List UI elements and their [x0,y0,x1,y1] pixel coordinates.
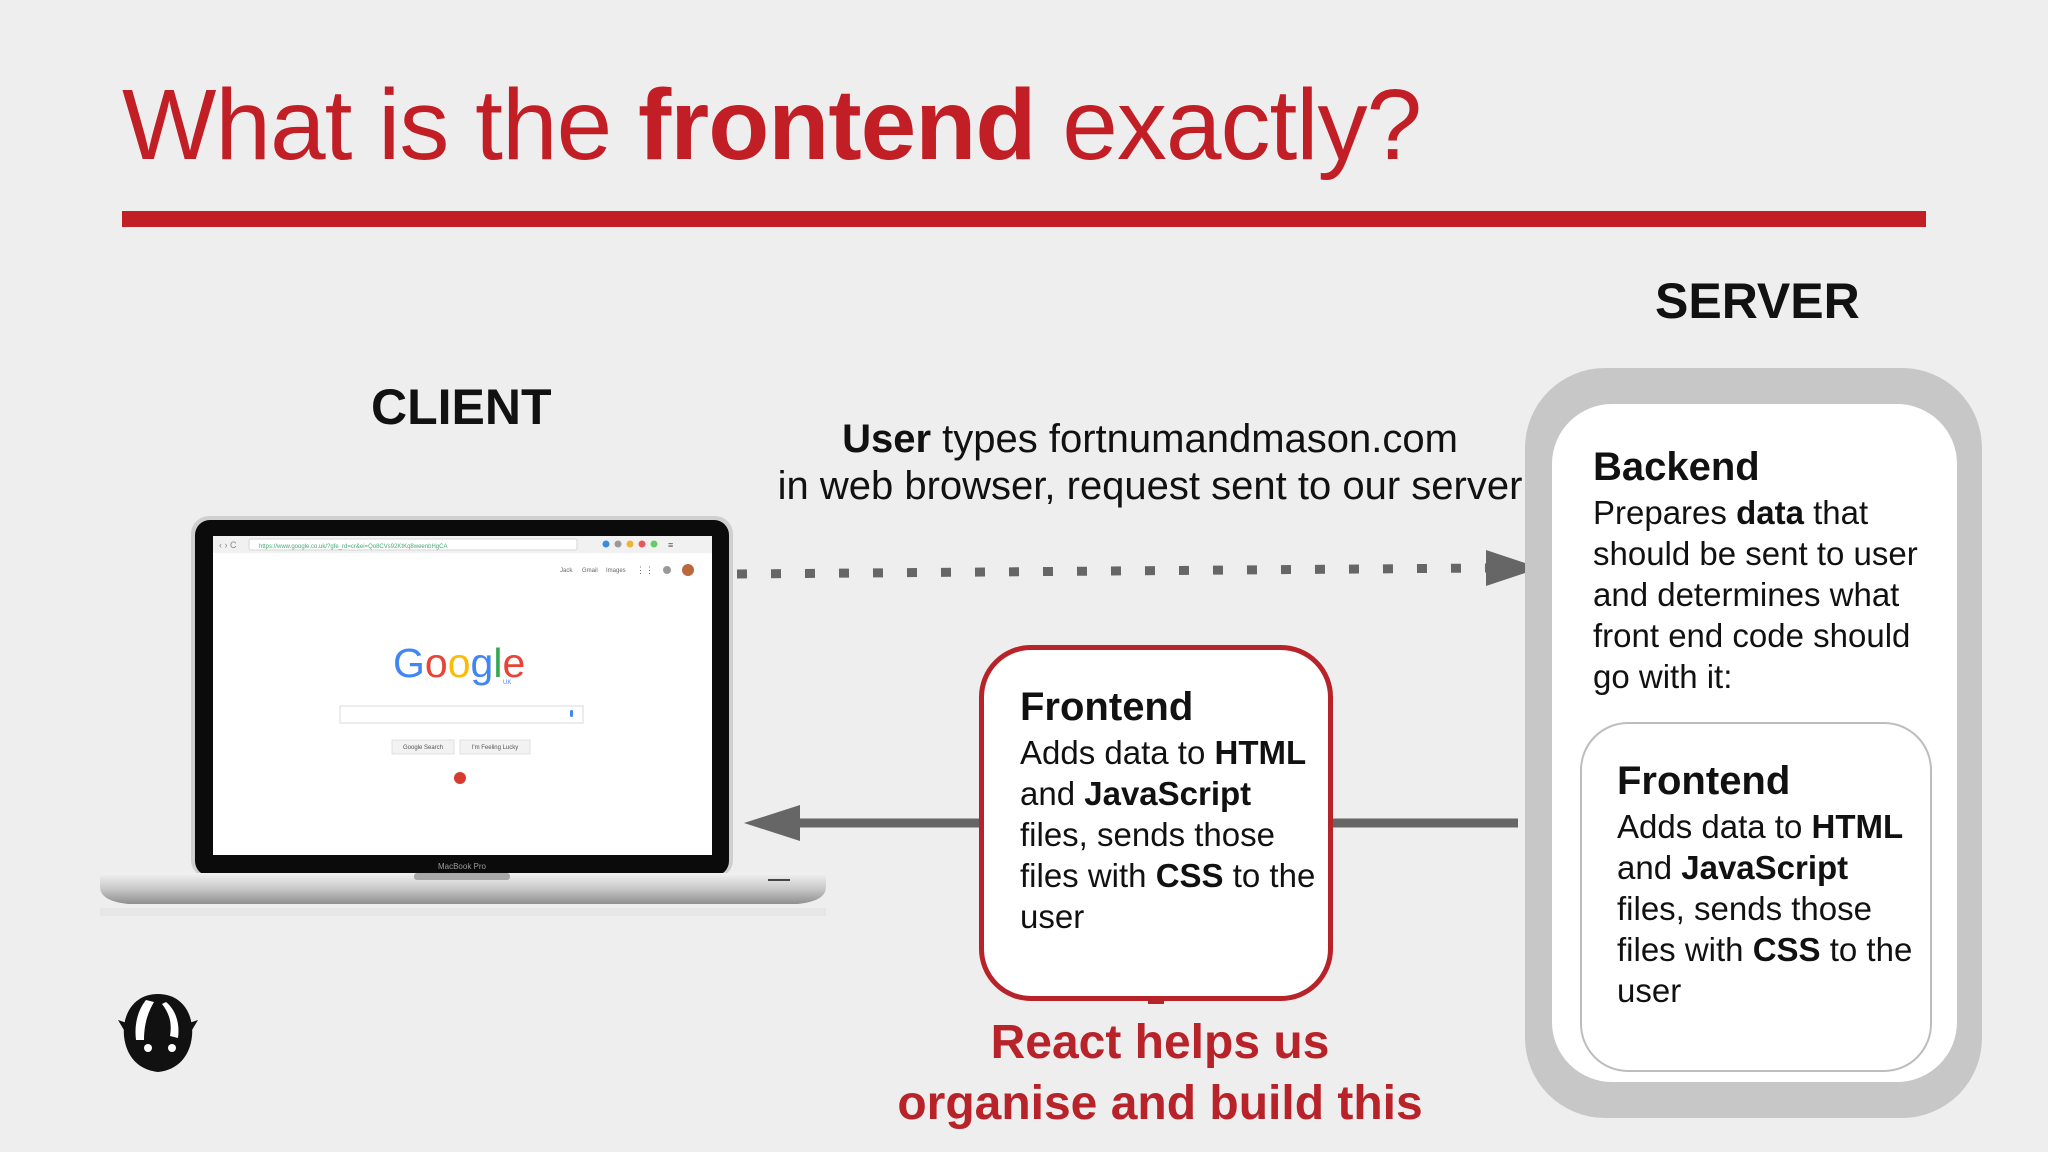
back-icon: ‹ › C [219,540,237,550]
google-logo: Google [393,640,525,686]
frontend-text-2: and [1020,775,1085,812]
client-label: CLIENT [371,379,552,435]
request-user-bold: User [842,417,932,461]
badger-logo-icon [118,994,198,1072]
page-title: What is the frontend exactly? [122,60,1422,190]
doodle-icon [454,772,466,784]
browser-extension-icon [638,540,646,548]
browser-url: https://www.google.co.uk/?gfe_rd=cr&ei=Q… [259,544,447,550]
request-description: User types fortnumandmason.com in web br… [740,416,1560,510]
frontend-bold-js: JavaScript [1681,849,1849,886]
laptop-base [100,873,826,904]
transit-frontend-box: Frontend Adds data to HTML and JavaScrip… [979,645,1333,1001]
google-logo-letter: o [448,640,471,686]
microphone-icon[interactable] [570,710,573,717]
backend-bold-data: data [1736,494,1804,531]
title-bold: frontend [637,69,1036,181]
apps-grid-icon: ⋮⋮ [636,565,654,575]
google-link-gmail: Gmail [582,568,598,574]
google-link-images: Images [606,568,626,574]
laptop-notch [414,873,510,880]
frontend-bold-html: HTML [1214,734,1307,771]
frontend-bold-html: HTML [1811,808,1904,845]
laptop-screen [213,536,712,855]
frontend-text-4: to the user [1617,931,1913,1009]
google-logo-letter: G [393,640,425,686]
request-line-2: in web browser, request sent to our serv… [777,464,1523,508]
frontend-text-4: to the user [1020,857,1316,935]
backend-heading: Backend [1593,445,1760,489]
browser-extension-icon [650,540,658,548]
google-logo-region: UK [503,680,511,686]
google-search-button[interactable] [391,739,455,755]
laptop-model-label: MacBook Pro [438,862,487,871]
google-logo-letter: g [471,640,494,686]
server-label: SERVER [1655,273,1860,329]
backend-description: Backend Prepares data that should be sen… [1593,442,1948,697]
laptop-indicator [768,879,790,881]
browser-extension-icon [614,540,622,548]
backend-text: Prepares data that should be sent to use… [1593,492,1948,697]
frontend-text-1: Adds data to [1617,808,1812,845]
server-frontend-box: Frontend Adds data to HTML and JavaScrip… [1580,722,1932,1072]
frontend-text-1: Adds data to [1020,734,1215,771]
feeling-lucky-button-label: I'm Feeling Lucky [472,745,519,751]
frontend-bold-css: CSS [1752,931,1821,968]
title-before: What is the [122,69,638,181]
laptop-illustration: ‹ › C https://www.google.co.uk/?gfe_rd=c… [100,516,826,916]
frontend-text-2: and [1617,849,1682,886]
feeling-lucky-button[interactable] [459,739,531,755]
notifications-icon [663,566,671,574]
browser-extension-icon [602,540,610,548]
google-logo-letter: e [502,640,525,686]
avatar [682,564,694,576]
google-search-button-label: Google Search [403,745,443,751]
react-note-line-2: organise and build this [897,1077,1423,1130]
google-logo-letter: l [493,640,502,686]
frontend-bold-css: CSS [1155,857,1224,894]
arrow-left-icon [744,805,1518,841]
frontend-text: Adds data to HTML and JavaScript files, … [1617,806,1920,1011]
laptop-shadow [100,908,826,916]
google-logo-letter: o [425,640,448,686]
dotted-arrow-right-icon [736,550,1540,586]
backend-text-1: Prepares [1593,494,1737,531]
react-note-line-1: React helps us [990,1016,1330,1069]
browser-extension-icon [626,540,634,548]
frontend-text-3: files, sends those files with [1617,890,1872,968]
frontend-text: Adds data to HTML and JavaScript files, … [1020,732,1318,937]
browser-address-bar [248,538,578,551]
menu-icon: ≡ [668,540,673,550]
backend-text-2: that should be sent to user and determin… [1593,494,1918,695]
frontend-heading: Frontend [1020,685,1194,729]
react-note: React helps us organise and build this [820,1012,1500,1134]
google-search-input[interactable] [339,705,584,724]
frontend-heading: Frontend [1617,759,1791,803]
frontend-text-3: files, sends those files with [1020,816,1275,894]
request-line-1: User types fortnumandmason.com [740,416,1560,463]
frontend-bold-js: JavaScript [1084,775,1252,812]
title-after: exactly? [1035,69,1422,181]
request-line1-rest: types fortnumandmason.com [931,417,1458,461]
google-link-jack: Jack [560,568,573,574]
title-divider [122,211,1926,227]
